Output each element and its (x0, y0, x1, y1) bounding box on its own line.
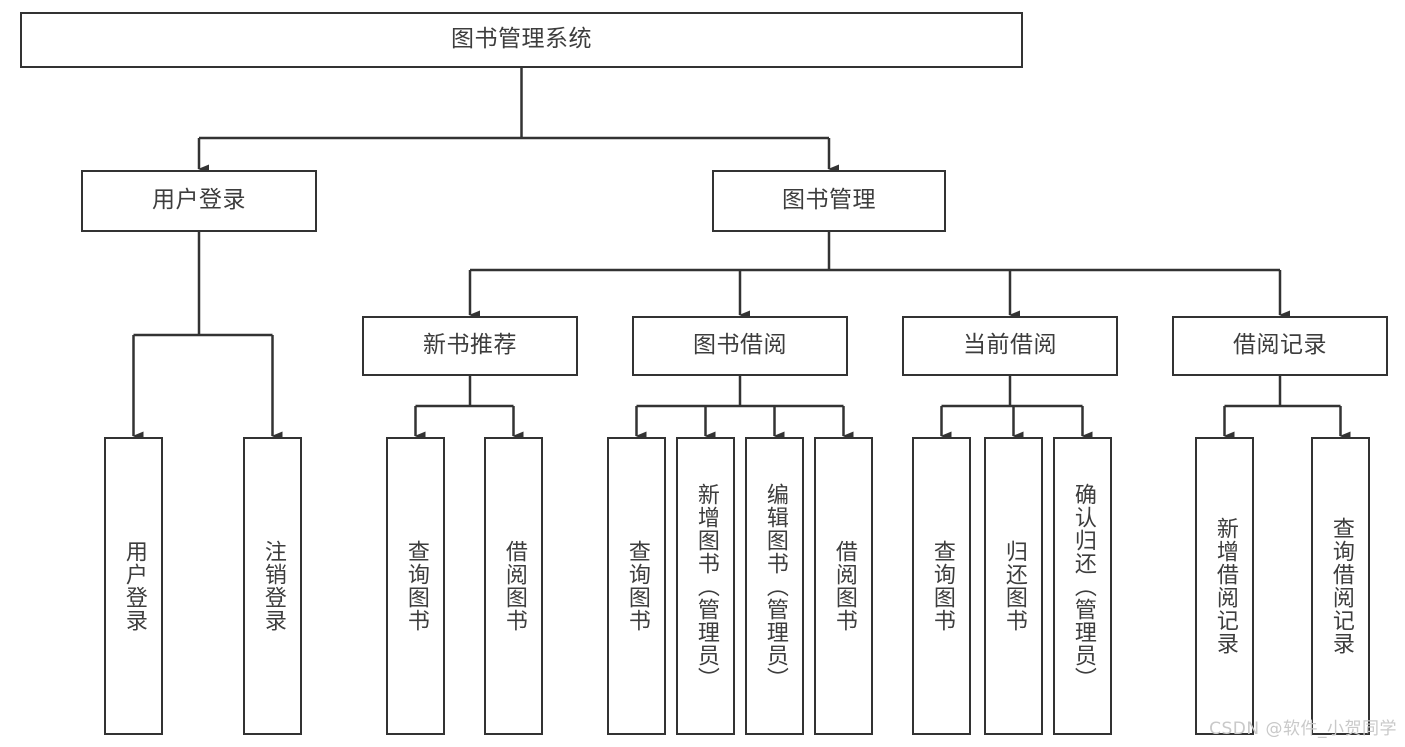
node-label-leaf12: 新增借阅记录 (1212, 517, 1238, 655)
node-box-leaf10[interactable]: 归还图书 (984, 437, 1043, 735)
node-label-leaf8: 借阅图书 (831, 540, 857, 632)
node-box-root[interactable]: 图书管理系统 (20, 12, 1023, 68)
node-box-leaf12[interactable]: 新增借阅记录 (1195, 437, 1254, 735)
node-label-newbook: 新书推荐 (423, 332, 517, 359)
node-box-leaf7[interactable]: 编辑图书（管理员） (745, 437, 804, 735)
node-label-leaf7: 编辑图书（管理员） (762, 482, 788, 690)
node-box-leaf8[interactable]: 借阅图书 (814, 437, 873, 735)
node-label-borrow: 图书借阅 (693, 332, 787, 359)
node-label-leaf5: 查询图书 (624, 540, 650, 632)
node-box-leaf5[interactable]: 查询图书 (607, 437, 666, 735)
node-label-leaf2: 注销登录 (260, 540, 286, 632)
node-label-current: 当前借阅 (963, 332, 1057, 359)
node-label-bookmgmt: 图书管理 (782, 187, 876, 214)
node-box-leaf13[interactable]: 查询借阅记录 (1311, 437, 1370, 735)
node-box-borrow[interactable]: 图书借阅 (632, 316, 848, 376)
node-label-leaf11: 确认归还（管理员） (1070, 482, 1096, 690)
node-label-leaf4: 借阅图书 (501, 540, 527, 632)
node-box-current[interactable]: 当前借阅 (902, 316, 1118, 376)
node-label-leaf9: 查询图书 (929, 540, 955, 632)
node-box-leaf1[interactable]: 用户登录 (104, 437, 163, 735)
node-label-leaf1: 用户登录 (121, 540, 147, 632)
node-label-login: 用户登录 (152, 187, 246, 214)
node-box-leaf3[interactable]: 查询图书 (386, 437, 445, 735)
node-label-leaf10: 归还图书 (1001, 540, 1027, 632)
node-label-leaf13: 查询借阅记录 (1328, 517, 1354, 655)
node-box-leaf9[interactable]: 查询图书 (912, 437, 971, 735)
node-label-leaf6: 新增图书（管理员） (693, 482, 719, 690)
node-label-leaf3: 查询图书 (403, 540, 429, 632)
node-box-bookmgmt[interactable]: 图书管理 (712, 170, 946, 232)
node-label-records: 借阅记录 (1233, 332, 1327, 359)
node-box-leaf6[interactable]: 新增图书（管理员） (676, 437, 735, 735)
node-box-leaf11[interactable]: 确认归还（管理员） (1053, 437, 1112, 735)
node-box-newbook[interactable]: 新书推荐 (362, 316, 578, 376)
node-box-leaf2[interactable]: 注销登录 (243, 437, 302, 735)
node-label-root: 图书管理系统 (451, 26, 592, 53)
node-box-leaf4[interactable]: 借阅图书 (484, 437, 543, 735)
node-box-records[interactable]: 借阅记录 (1172, 316, 1388, 376)
node-box-login[interactable]: 用户登录 (81, 170, 317, 232)
